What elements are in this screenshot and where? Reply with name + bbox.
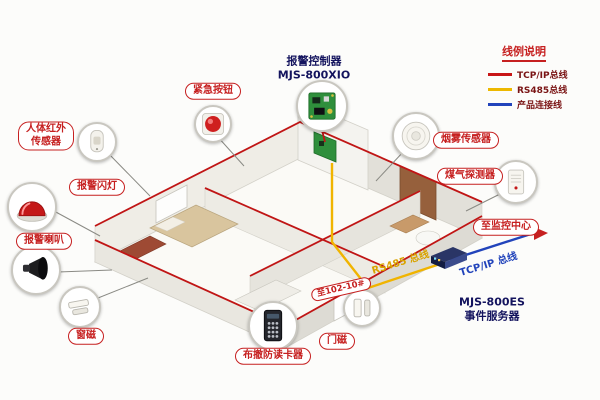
monitoring-center-label: 至监控中心 xyxy=(473,218,539,236)
alarm-horn-photo xyxy=(11,245,61,295)
product-line-swatch xyxy=(488,103,512,106)
emergency-button-label: 紧急按钮 xyxy=(185,82,241,100)
mounted-pcb xyxy=(313,131,337,163)
legend-title: 线例说明 xyxy=(502,43,546,62)
window-contact-photo xyxy=(59,286,101,328)
smoke-detector-icon xyxy=(401,121,431,151)
alarm-strobe-photo xyxy=(7,182,57,232)
pir-sensor-photo xyxy=(77,122,117,162)
door-contact-label: 门磁 xyxy=(319,332,355,350)
smoke-sensor-photo xyxy=(392,112,440,160)
server-title: MJS-800ES 事件服务器 xyxy=(459,295,525,323)
legend-label-tcpip: TCP/IP总线 xyxy=(517,71,568,81)
gas-detector-label: 煤气探测器 xyxy=(437,167,503,185)
door-contact-photo xyxy=(343,289,381,327)
rs485-line-swatch xyxy=(488,88,512,91)
legend-label-rs485: RS485总线 xyxy=(517,86,568,96)
gas-detector-icon xyxy=(507,169,525,195)
strobe-light-icon xyxy=(16,201,48,222)
alarm-horn-label: 报警喇叭 xyxy=(16,232,72,250)
furniture xyxy=(117,204,441,312)
controller-title-line2: MJS-800XIO xyxy=(277,68,351,81)
legend-row-rs485: RS485总线 xyxy=(488,83,568,96)
controller-title: 报警控制器 MJS-800XIO xyxy=(278,54,350,82)
door-contact-icon xyxy=(353,298,371,318)
alarm-strobe-label: 报警闪灯 xyxy=(69,178,125,196)
pir-label-line1: 人体红外 xyxy=(26,123,66,135)
controller-title-line1: 报警控制器 xyxy=(286,54,342,68)
server-title-line1: MJS-800ES xyxy=(459,295,525,309)
tcpip-line-swatch xyxy=(488,73,512,76)
pir-sensor-label: 人体红外 传感器 xyxy=(18,121,74,151)
pir-sensor-icon xyxy=(90,130,104,153)
event-server-icon xyxy=(431,247,467,269)
alarm-controller-photo xyxy=(296,80,348,132)
magnetic-contact-icon xyxy=(68,299,89,316)
card-reader-label: 布撤防读卡器 xyxy=(235,347,311,365)
rs485-bus-line xyxy=(330,163,447,290)
window-contact-label: 窗磁 xyxy=(68,327,104,345)
legend: 线例说明 TCP/IP总线 RS485总线 产品连接线 xyxy=(488,40,568,113)
panic-button-icon xyxy=(201,112,225,136)
circuit-board-icon xyxy=(308,92,336,120)
legend-row-product: 产品连接线 xyxy=(488,98,568,111)
card-reader-photo xyxy=(248,301,298,351)
keypad-icon xyxy=(263,309,283,342)
server-title-line2: 事件服务器 xyxy=(464,309,520,322)
window-back-wall xyxy=(155,184,188,224)
pir-label-line2: 传感器 xyxy=(31,136,61,147)
legend-label-product: 产品连接线 xyxy=(517,101,563,111)
pcb-chip xyxy=(319,141,324,146)
legend-row-tcpip: TCP/IP总线 xyxy=(488,68,568,81)
emergency-button-photo xyxy=(194,105,232,143)
horn-speaker-icon xyxy=(22,256,48,280)
event-server-photo xyxy=(427,242,471,278)
smoke-sensor-label: 烟雾传感器 xyxy=(433,131,499,149)
